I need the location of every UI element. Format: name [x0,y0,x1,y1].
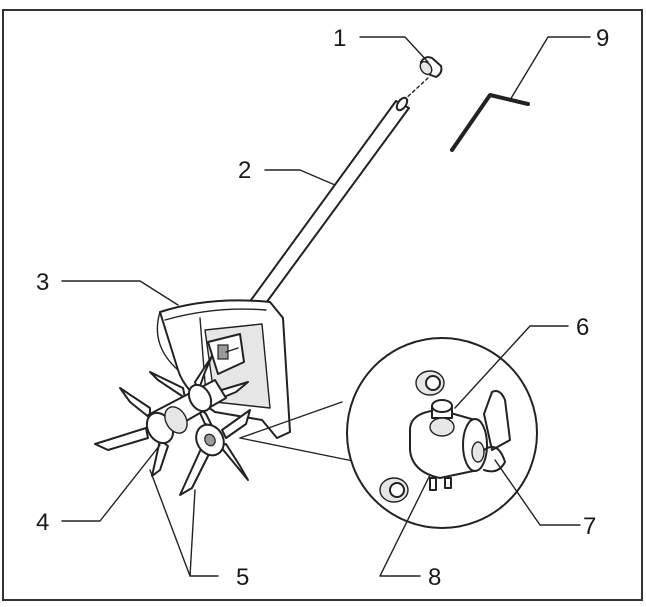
part-1-cap [402,56,443,102]
callout-5: 5 [236,564,249,591]
detail-pointer [239,401,359,463]
callout-1: 1 [333,25,346,52]
detail-view [346,337,538,529]
callout-2: 2 [238,157,251,184]
callout-7: 7 [583,513,596,540]
callout-6: 6 [576,314,589,341]
part-9-hex-key [450,93,530,152]
callout-9: 9 [596,25,609,52]
gearbox [207,333,245,375]
leader-lines [61,36,591,577]
callout-3: 3 [36,269,49,296]
part-4-axle [145,379,227,457]
callout-8: 8 [428,564,441,591]
diagram-frame [2,9,643,601]
callout-4: 4 [36,509,49,536]
